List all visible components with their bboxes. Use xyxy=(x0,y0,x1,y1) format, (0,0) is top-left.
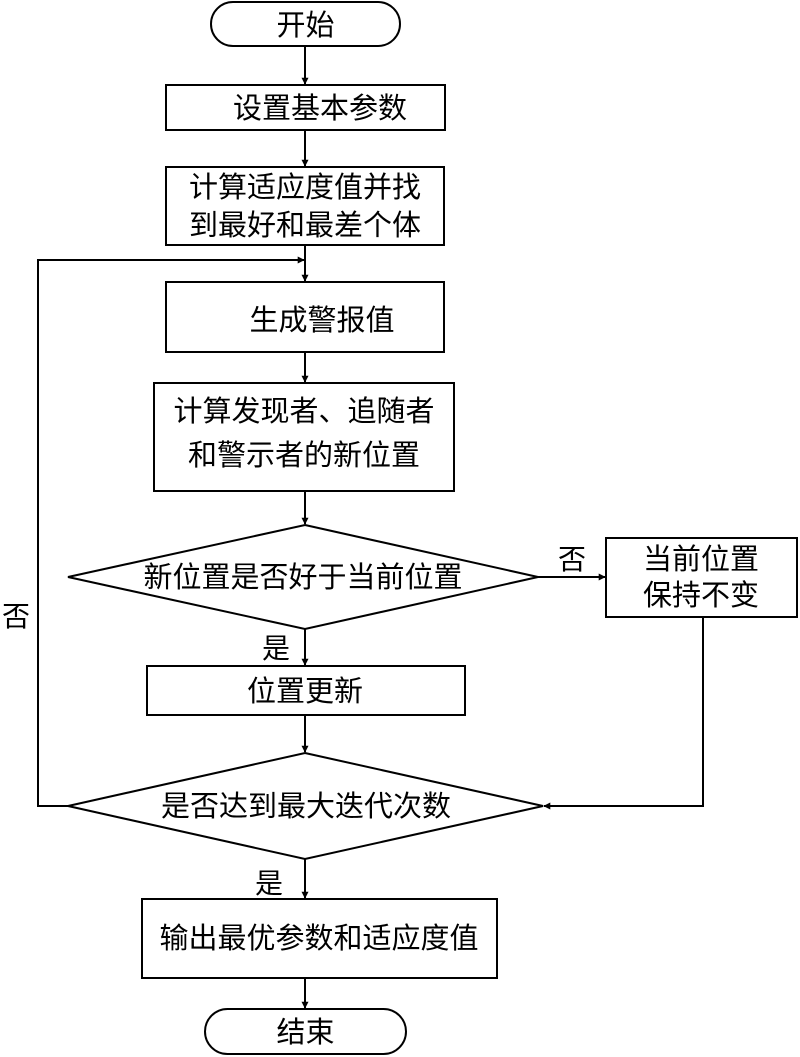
better-decision: 新位置是否好于当前位置 xyxy=(67,523,539,631)
max-iter-decision-label: 是否达到最大迭代次数 xyxy=(161,789,451,823)
update-label: 位置更新 xyxy=(247,674,363,708)
fitness-label-line2: 到最好和最差个体 xyxy=(189,208,421,242)
positions-label-line2: 和警示者的新位置 xyxy=(188,438,420,472)
keep-label-line2: 保持不变 xyxy=(643,578,759,612)
update-node: 位置更新 xyxy=(146,665,466,716)
end-label: 结束 xyxy=(276,1015,334,1049)
fitness-node: 计算适应度值并找 到最好和最差个体 xyxy=(165,166,445,246)
start-label: 开始 xyxy=(276,8,334,42)
better-decision-label: 新位置是否好于当前位置 xyxy=(143,560,462,594)
max-no-label: 否 xyxy=(2,600,30,633)
start-node: 开始 xyxy=(210,1,401,47)
positions-node: 计算发现者、追随者 和警示者的新位置 xyxy=(153,382,455,492)
keep-label-line1: 当前位置 xyxy=(643,542,759,576)
end-node: 结束 xyxy=(204,1008,407,1055)
set-params-node: 设置基本参数 xyxy=(165,84,446,131)
arrow-keep-to-max-decision xyxy=(543,617,704,810)
set-params-label: 设置基本参数 xyxy=(233,91,407,125)
arrow-loop-back xyxy=(37,256,305,807)
alarm-label: 生成警报值 xyxy=(249,303,394,337)
better-no-label: 否 xyxy=(558,543,586,576)
keep-node: 当前位置 保持不变 xyxy=(605,537,798,618)
fitness-label-line1: 计算适应度值并找 xyxy=(189,170,421,204)
better-yes-label: 是 xyxy=(262,632,290,665)
output-label: 输出最优参数和适应度值 xyxy=(159,921,478,955)
positions-label-line1: 计算发现者、追随者 xyxy=(173,394,434,428)
alarm-node: 生成警报值 xyxy=(165,281,445,353)
output-node: 输出最优参数和适应度值 xyxy=(141,898,498,979)
max-yes-label: 是 xyxy=(255,867,283,900)
max-iter-decision: 是否达到最大迭代次数 xyxy=(67,751,544,861)
